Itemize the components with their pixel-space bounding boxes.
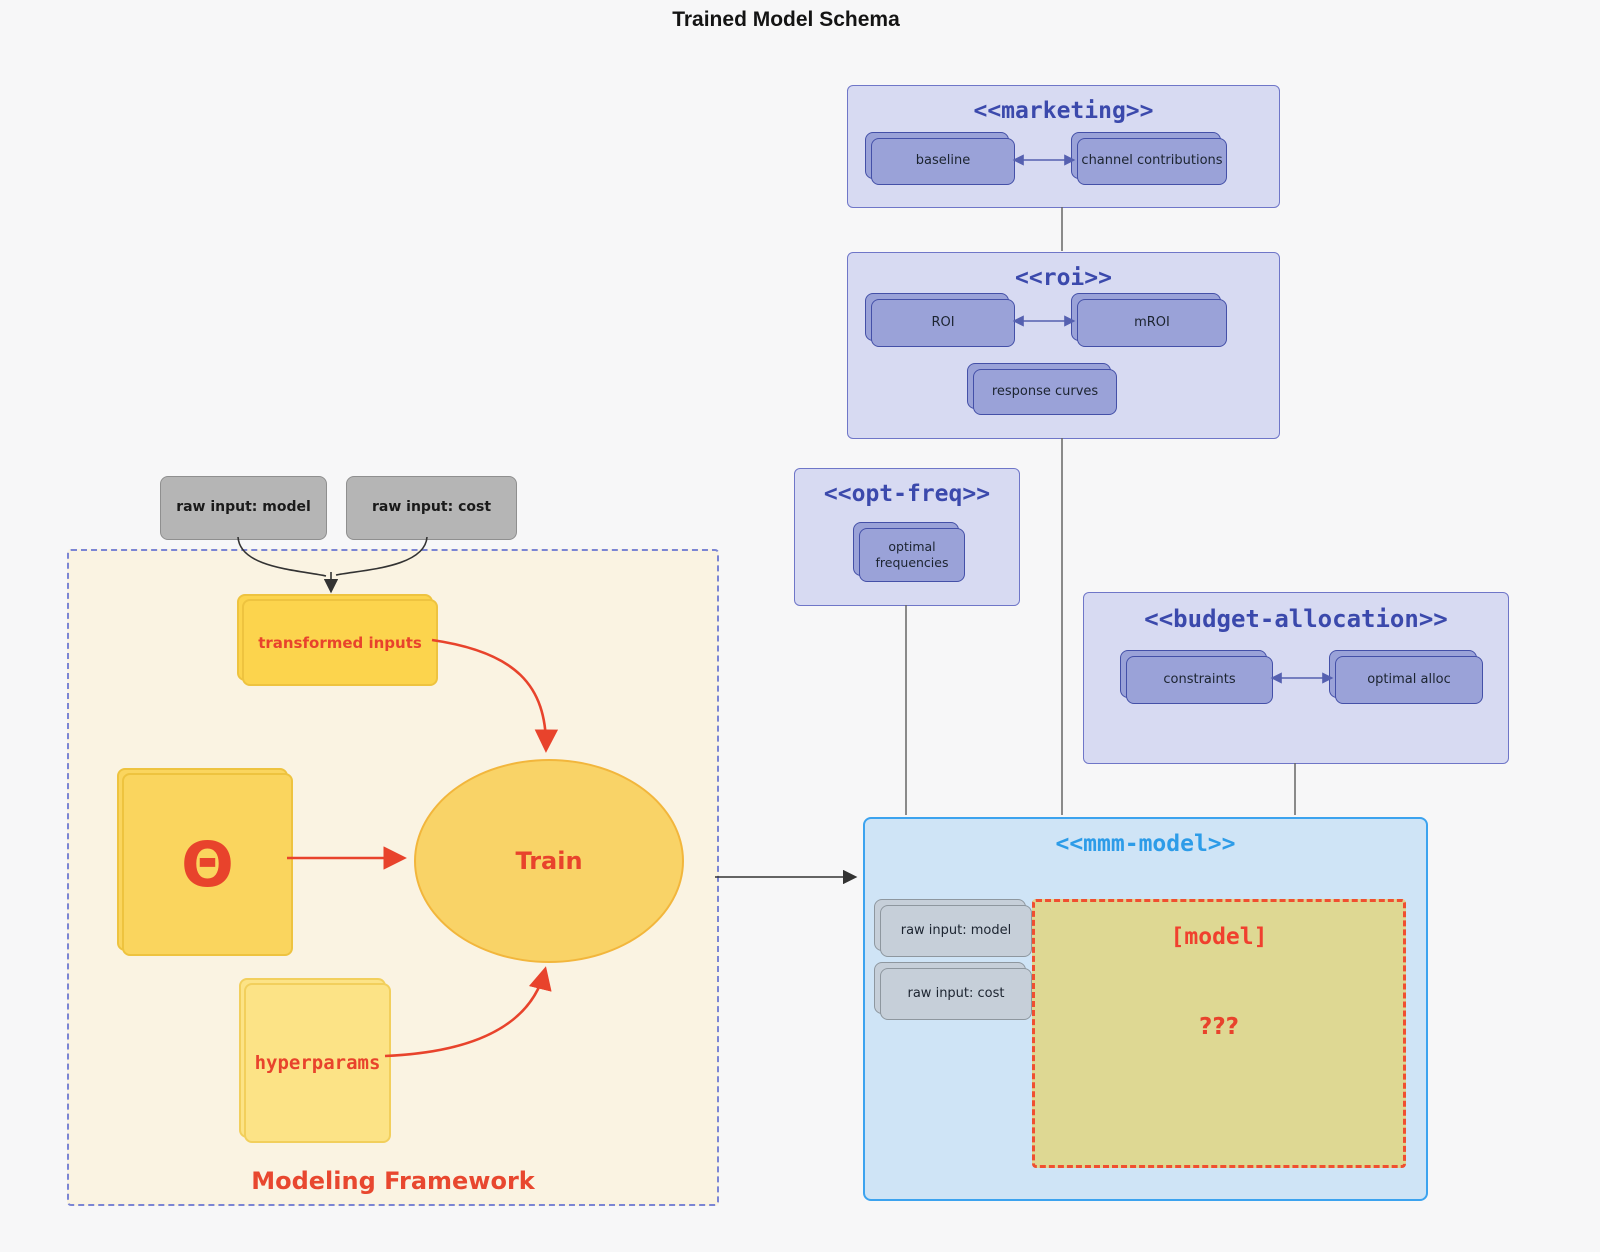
group-mmm-model: <<mmm-model>> raw input: model raw input… (863, 817, 1428, 1201)
group-roi-title: <<roi>> (1015, 265, 1112, 291)
node-channel-contributions: channel contributions (1071, 132, 1227, 185)
node-response-curves: response curves (967, 363, 1117, 415)
node-model-placeholder-box: [model] ??? (1032, 899, 1406, 1168)
group-roi: <<roi>> ROI mROI response curves (847, 252, 1280, 439)
model-placeholder-label: [model] (1170, 924, 1268, 950)
group-budget-allocation-title: <<budget-allocation>> (1144, 605, 1448, 633)
node-train: Train (414, 759, 684, 963)
node-optimal-alloc: optimal alloc (1329, 650, 1483, 704)
node-optimal-frequencies: optimal frequencies (853, 522, 965, 582)
node-baseline: baseline (865, 132, 1015, 185)
group-marketing-title: <<marketing>> (973, 98, 1154, 124)
node-raw-input-model: raw input: model (154, 470, 327, 540)
page-title: Trained Model Schema (672, 8, 900, 31)
node-constraints: constraints (1120, 650, 1273, 704)
node-theta: Θ (117, 768, 293, 956)
node-transformed-inputs: transformed inputs (237, 594, 438, 686)
node-roi: ROI (865, 293, 1015, 347)
group-opt-freq-title: <<opt-freq>> (823, 481, 991, 507)
group-mmm-model-title: <<mmm-model>> (1055, 831, 1236, 857)
modeling-framework-label: Modeling Framework (251, 1167, 535, 1195)
group-budget-allocation: <<budget-allocation>> constraints optima… (1083, 592, 1509, 764)
node-hyperparams: hyperparams (239, 978, 391, 1143)
group-modeling-framework: transformed inputs Θ Train hyperparams M… (67, 549, 719, 1206)
node-mmm-raw-input-cost: raw input: cost (874, 962, 1032, 1020)
group-opt-freq: <<opt-freq>> optimal frequencies (794, 468, 1020, 606)
model-unknown-label: ??? (1198, 1014, 1240, 1040)
node-raw-input-cost: raw input: cost (340, 470, 517, 540)
node-mroi: mROI (1071, 293, 1227, 347)
node-mmm-raw-input-model: raw input: model (874, 899, 1032, 957)
group-marketing: <<marketing>> baseline channel contribut… (847, 85, 1280, 208)
